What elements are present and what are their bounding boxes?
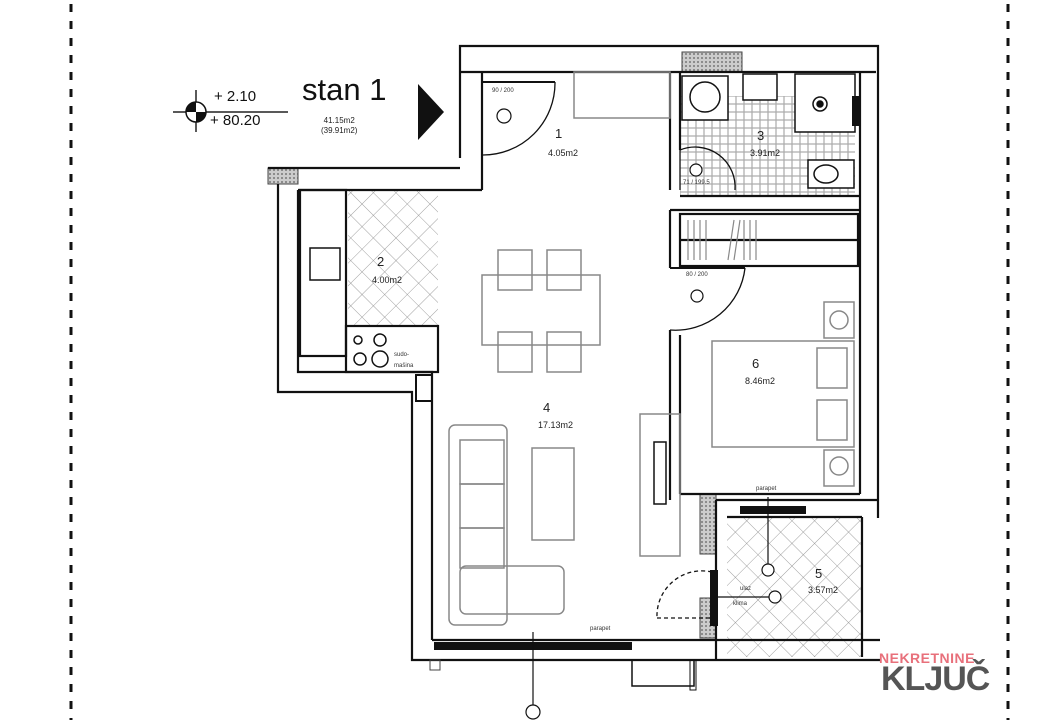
- logo-top-text: NEKRETNINE: [879, 650, 976, 666]
- total-area: 41.15m2: [323, 116, 355, 125]
- balcony-tile-floor: [727, 517, 862, 657]
- window-tag-icon: [761, 563, 775, 577]
- apartment-title: stan 1: [302, 72, 387, 107]
- door-tag-icon: [496, 108, 512, 124]
- bathroom-door-size: 71 / 199.5: [683, 180, 710, 186]
- furniture: [448, 71, 855, 626]
- kitchen-sink: [309, 247, 341, 281]
- room-2-area: 4.00m2: [372, 275, 403, 285]
- bedroom-window: [740, 506, 806, 514]
- door-tag-icon: [690, 289, 704, 303]
- parapet-living-label: parapet: [590, 626, 611, 632]
- room-1-area: 4.05m2: [548, 148, 579, 158]
- room-4-number: 4: [543, 400, 551, 415]
- room-2-number: 2: [377, 254, 385, 269]
- door-tag-icon: [689, 163, 703, 177]
- coffee-table: [531, 447, 575, 541]
- bathroom-fixtures: [309, 73, 856, 368]
- balcony-door: [710, 570, 718, 626]
- room-4-area: 17.13m2: [538, 420, 574, 430]
- kitchen-tile-floor: [348, 190, 438, 326]
- window-tag-icon: [768, 590, 782, 604]
- balcony-note-2: klima: [733, 601, 748, 607]
- logo-main-text: KLJUČ: [881, 660, 990, 698]
- sink: [742, 73, 778, 101]
- balcony-note: ulaz: [740, 586, 752, 592]
- door-swings: [481, 81, 746, 619]
- room-1-number: 1: [555, 126, 563, 141]
- parapet-bedroom-label: parapet: [756, 486, 777, 492]
- room-6-number: 6: [752, 356, 760, 371]
- area-summary: 41.15m2 (39.91m2): [321, 116, 357, 136]
- elevation-bottom: + 80.20: [210, 112, 261, 129]
- dishwasher-label: sudo-: [394, 352, 410, 358]
- walls: [268, 44, 880, 662]
- dishwasher-label-2: mašina: [394, 363, 414, 369]
- window-tag-icon: [525, 704, 541, 720]
- room-3-area: 3.91m2: [750, 148, 781, 158]
- elevation-top: + 2.10: [214, 88, 257, 105]
- room-5-area: 3.57m2: [808, 585, 839, 595]
- sofa: [448, 424, 508, 626]
- room-3-number: 3: [757, 128, 765, 143]
- bedroom-door-size: 80 / 200: [686, 272, 708, 278]
- net-area: (39.91m2): [321, 126, 358, 135]
- bed: [711, 340, 855, 448]
- entrance-arrow-icon: [418, 84, 444, 140]
- elevation-marker-icon: [173, 90, 288, 132]
- room-6-area: 8.46m2: [745, 376, 776, 386]
- agency-logo: NEKRETNINE KLJUČ: [865, 642, 1025, 700]
- room-5-number: 5: [815, 566, 823, 581]
- entrance-door-size: 90 / 200: [492, 88, 514, 94]
- dining-table: [481, 274, 601, 346]
